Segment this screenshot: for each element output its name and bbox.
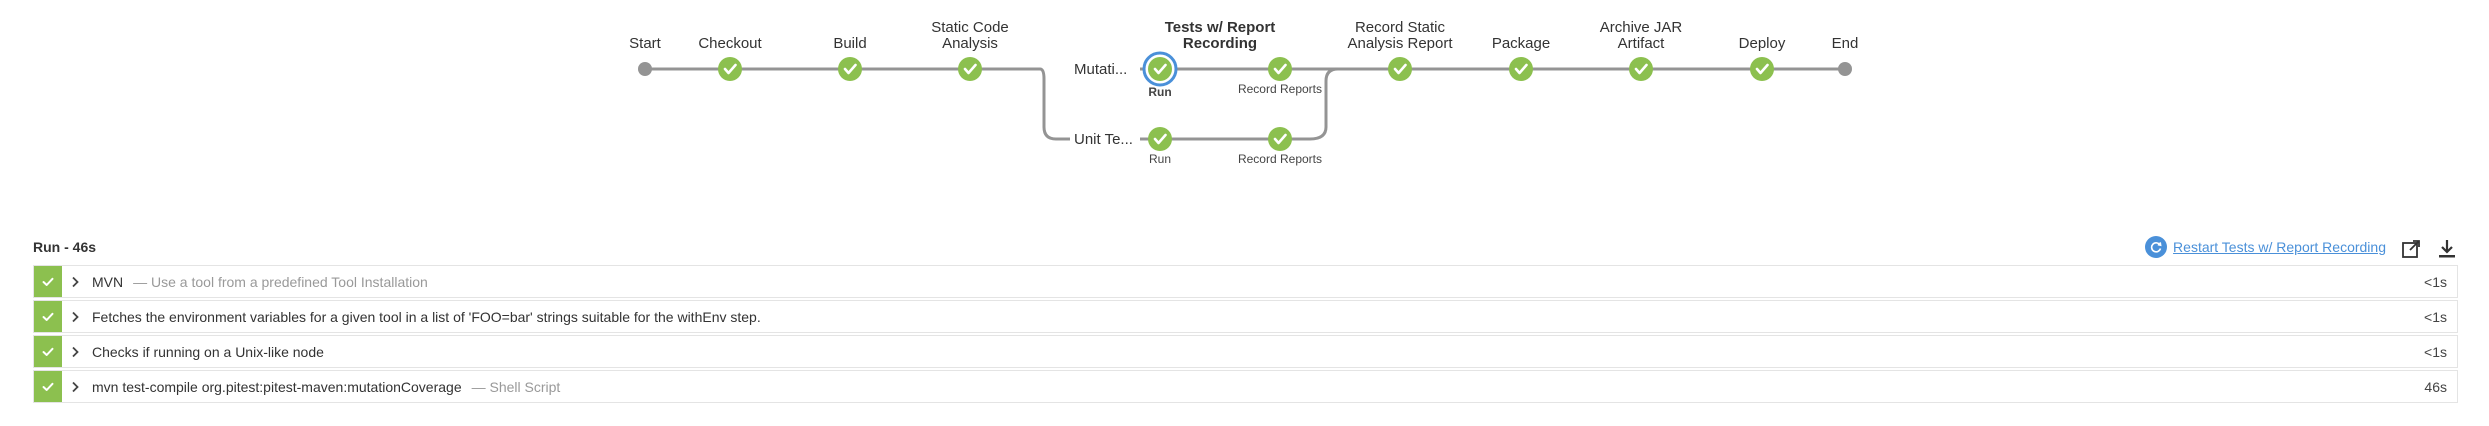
step-description: — Shell Script [471,378,561,395]
chevron-right-icon[interactable] [70,276,88,288]
branch-label-2: Unit Te... [1074,131,1133,148]
success-status-dot [1148,127,1172,151]
selected-node-title: Run - 46s [33,239,97,255]
success-status-dot [718,57,742,81]
end-label: End [1832,35,1859,52]
stage-node-archive-jar-artifact[interactable] [1629,57,1653,81]
success-status-cell [34,266,62,297]
branch-2-step-1-label: Run [1149,152,1171,166]
download-icon[interactable] [2436,238,2458,260]
check-icon [1393,63,1407,75]
edge-join [1309,67,1339,141]
success-status-dot [1268,127,1292,151]
pipeline-start-node [638,62,652,76]
success-status-cell [34,336,62,367]
step-duration: <1s [2424,274,2447,290]
step-title: Fetches the environment variables for a … [92,308,761,325]
stage-label-package: Package [1492,35,1550,52]
check-icon [42,347,54,356]
step-row[interactable]: Fetches the environment variables for a … [33,300,2458,333]
stage-node-checkout[interactable] [718,57,742,81]
stage-node-build[interactable] [838,57,862,81]
stage-label-tests-report-recording: Recording [1183,35,1257,52]
check-icon [42,382,54,391]
check-icon [1514,63,1528,75]
stage-node-record-static-analysis-report[interactable] [1388,57,1412,81]
pipeline-nodes [638,51,1852,151]
step-row[interactable]: Checks if running on a Unix-like node <1s [33,335,2458,368]
success-status-dot [1629,57,1653,81]
open-in-new-window-icon[interactable] [2400,238,2422,260]
success-status-dot [1509,57,1533,81]
stage-node-package[interactable] [1509,57,1533,81]
check-icon [723,63,737,75]
pipeline-edges [645,67,1845,141]
success-status-cell [34,371,62,402]
chevron-right-icon[interactable] [70,346,88,358]
step-title: mvn test-compile org.pitest:pitest-maven… [92,378,462,395]
success-status-dot [1268,57,1292,81]
step-duration: <1s [2424,344,2447,360]
check-icon [42,312,54,321]
stage-node-static-code-analysis[interactable] [958,57,982,81]
branch-2-step-2-label: Record Reports [1238,152,1322,166]
branch-2-step-1-node[interactable] [1148,127,1172,151]
stage-label-deploy: Deploy [1739,35,1786,52]
pipeline-end-node [1838,62,1852,76]
success-status-dot [1388,57,1412,81]
check-icon [843,63,857,75]
branch-1-step-1-node[interactable] [1142,51,1178,87]
stage-node-deploy[interactable] [1750,57,1774,81]
check-icon [1755,63,1769,75]
branch-1-step-2-label: Record Reports [1238,82,1322,96]
restart-icon[interactable] [2145,236,2168,258]
stage-label-record-static-analysis-report: Record Static [1355,19,1446,36]
start-label: Start [629,35,662,52]
stage-label-archive-jar-artifact: Artifact [1618,35,1666,52]
step-title: MVN [92,273,124,290]
stage-label-static-code-analysis: Static Code [931,19,1009,36]
check-icon [1273,133,1287,145]
step-duration: 46s [2424,379,2447,395]
chevron-right-icon[interactable] [70,311,88,323]
check-icon [1153,133,1167,145]
edge-split [1039,67,1070,141]
step-list: MVN — Use a tool from a predefined Tool I… [33,265,2458,405]
chevron-right-icon[interactable] [70,381,88,393]
success-status-dot [958,57,982,81]
stage-label-build: Build [833,35,866,52]
branch-2-step-2-node[interactable] [1268,127,1292,151]
check-icon [42,277,54,286]
step-duration: <1s [2424,309,2447,325]
success-status-cell [34,301,62,332]
stage-label-checkout: Checkout [698,35,762,52]
stage-label-static-code-analysis: Analysis [942,35,998,52]
stage-label-record-static-analysis-report: Analysis Report [1347,35,1453,52]
success-status-dot [1750,57,1774,81]
step-log-header: Run - 46s Restart Tests w/ Report Record… [33,236,2458,262]
success-status-dot [838,57,862,81]
step-title: Checks if running on a Unix-like node [92,343,324,360]
restart-stage-action[interactable]: Restart Tests w/ Report Recording [2145,236,2386,258]
step-description: — Use a tool from a predefined Tool Inst… [133,273,428,290]
branch-1-step-2-node[interactable] [1268,57,1292,81]
success-status-dot [1148,57,1172,81]
check-icon [1273,63,1287,75]
branch-1-step-1-label: Run [1148,85,1171,99]
stage-label-archive-jar-artifact: Archive JAR [1600,19,1683,36]
check-icon [1153,63,1167,75]
check-icon [963,63,977,75]
step-row[interactable]: mvn test-compile org.pitest:pitest-maven… [33,370,2458,403]
restart-stage-link[interactable]: Restart Tests w/ Report Recording [2173,239,2386,255]
check-icon [1634,63,1648,75]
step-row[interactable]: MVN — Use a tool from a predefined Tool I… [33,265,2458,298]
stage-label-tests-report-recording: Tests w/ Report [1165,19,1276,36]
branch-label-1: Mutati... [1074,61,1127,78]
